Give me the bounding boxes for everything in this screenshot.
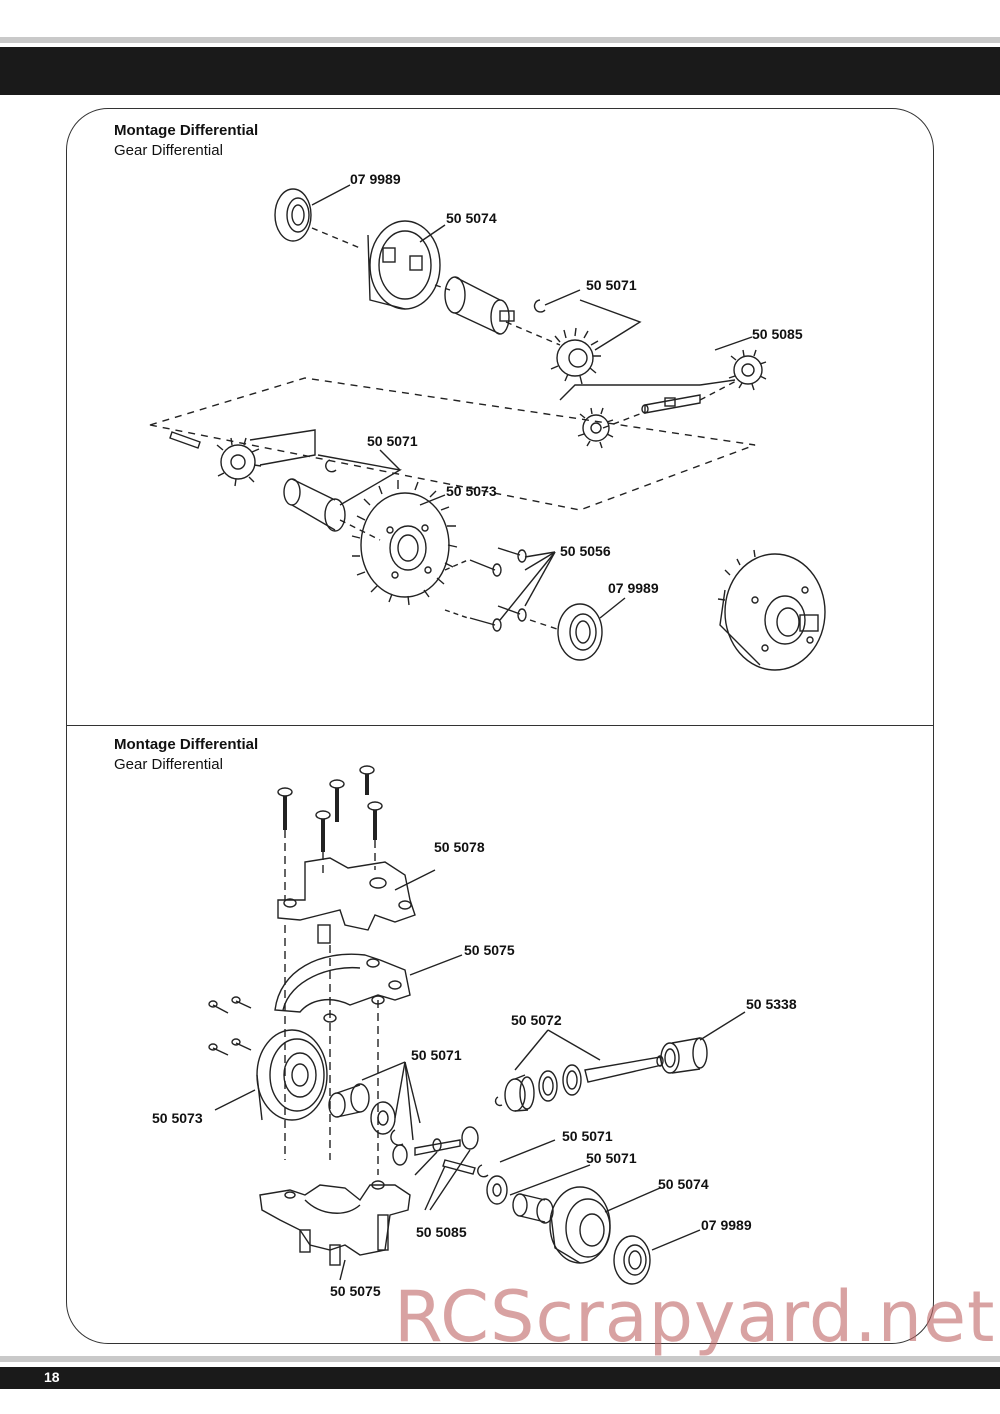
section-2-title: Montage Differential	[114, 736, 259, 753]
part-label-outdrive-4: 50 5071	[562, 1128, 613, 1144]
part-label-outdrive-5: 50 5071	[586, 1150, 637, 1166]
bearing-part	[660, 1037, 708, 1074]
content-frame	[66, 108, 934, 1344]
part-label-gearbox-top: 50 5078	[434, 839, 485, 855]
pin-part	[169, 431, 201, 449]
part-label-bearing-3: 07 9989	[701, 1217, 752, 1233]
part-label-screws: 50 5056	[560, 543, 611, 559]
gearbox-bottom-part	[259, 1180, 411, 1266]
footer-rule	[0, 1356, 1000, 1362]
spider-gear-part	[486, 1175, 508, 1205]
cross-pin-part	[414, 1126, 479, 1175]
spider-gear-part	[370, 1101, 396, 1135]
part-label-gearbox-bottom: 50 5075	[330, 1283, 381, 1299]
screw-part	[277, 765, 383, 852]
drive-shaft-part	[584, 1055, 664, 1083]
part-label-diff-case: 50 5074	[446, 210, 497, 226]
outdrive-part	[328, 1083, 370, 1118]
bearing-part	[557, 603, 603, 661]
gearbox-top-part	[277, 857, 416, 944]
assembled-diff-part	[717, 549, 826, 671]
section-divider	[66, 725, 934, 726]
header-bar	[0, 47, 1000, 95]
header-rule	[0, 37, 1000, 43]
bearing-part	[613, 1235, 651, 1285]
part-label-outdrive-3: 50 5071	[411, 1047, 462, 1063]
spider-gear-part	[216, 437, 262, 487]
section-1-subtitle: Gear Differential	[114, 142, 223, 159]
outdrive-part	[444, 276, 515, 335]
outdrive-part	[512, 1193, 554, 1224]
bearing-part	[538, 1064, 582, 1102]
part-label-spider-gears-2: 50 5085	[416, 1224, 467, 1240]
watermark: RCScrapyard.net	[394, 1276, 996, 1358]
part-label-ring-gear-2: 50 5073	[152, 1110, 203, 1126]
ring-gear-part	[351, 480, 458, 606]
spider-gear-part	[728, 349, 767, 391]
part-label-ring-gear: 50 5073	[446, 483, 497, 499]
diff-case-half-part	[274, 953, 411, 1023]
screw-part	[208, 996, 252, 1056]
part-label-bearing: 07 9989	[350, 171, 401, 187]
cross-pin-part	[641, 394, 701, 414]
ring-gear-part	[256, 1029, 328, 1121]
bearing-part	[274, 188, 312, 242]
part-label-spider-gears: 50 5085	[752, 326, 803, 342]
part-label-outdrive: 50 5071	[586, 277, 637, 293]
part-label-case-half: 50 5075	[464, 942, 515, 958]
diff-case-part	[367, 220, 441, 310]
footer-bar	[0, 1367, 1000, 1389]
outdrive-part	[504, 1074, 535, 1112]
outdrive-part	[283, 478, 346, 532]
diff-case-part	[549, 1186, 611, 1264]
spider-gear-part	[577, 407, 614, 449]
screw-part	[469, 547, 527, 632]
part-label-outdrive-2: 50 5071	[367, 433, 418, 449]
page-number: 18	[44, 1369, 60, 1385]
section-2-subtitle: Gear Differential	[114, 756, 223, 773]
part-label-diff-case-2: 50 5074	[658, 1176, 709, 1192]
part-label-bearing-2: 07 9989	[608, 580, 659, 596]
section-1-title: Montage Differential	[114, 122, 259, 139]
part-label-bearing-set: 50 5338	[746, 996, 797, 1012]
bevel-gear-part	[550, 327, 601, 385]
part-label-drive-shaft: 50 5072	[511, 1012, 562, 1028]
